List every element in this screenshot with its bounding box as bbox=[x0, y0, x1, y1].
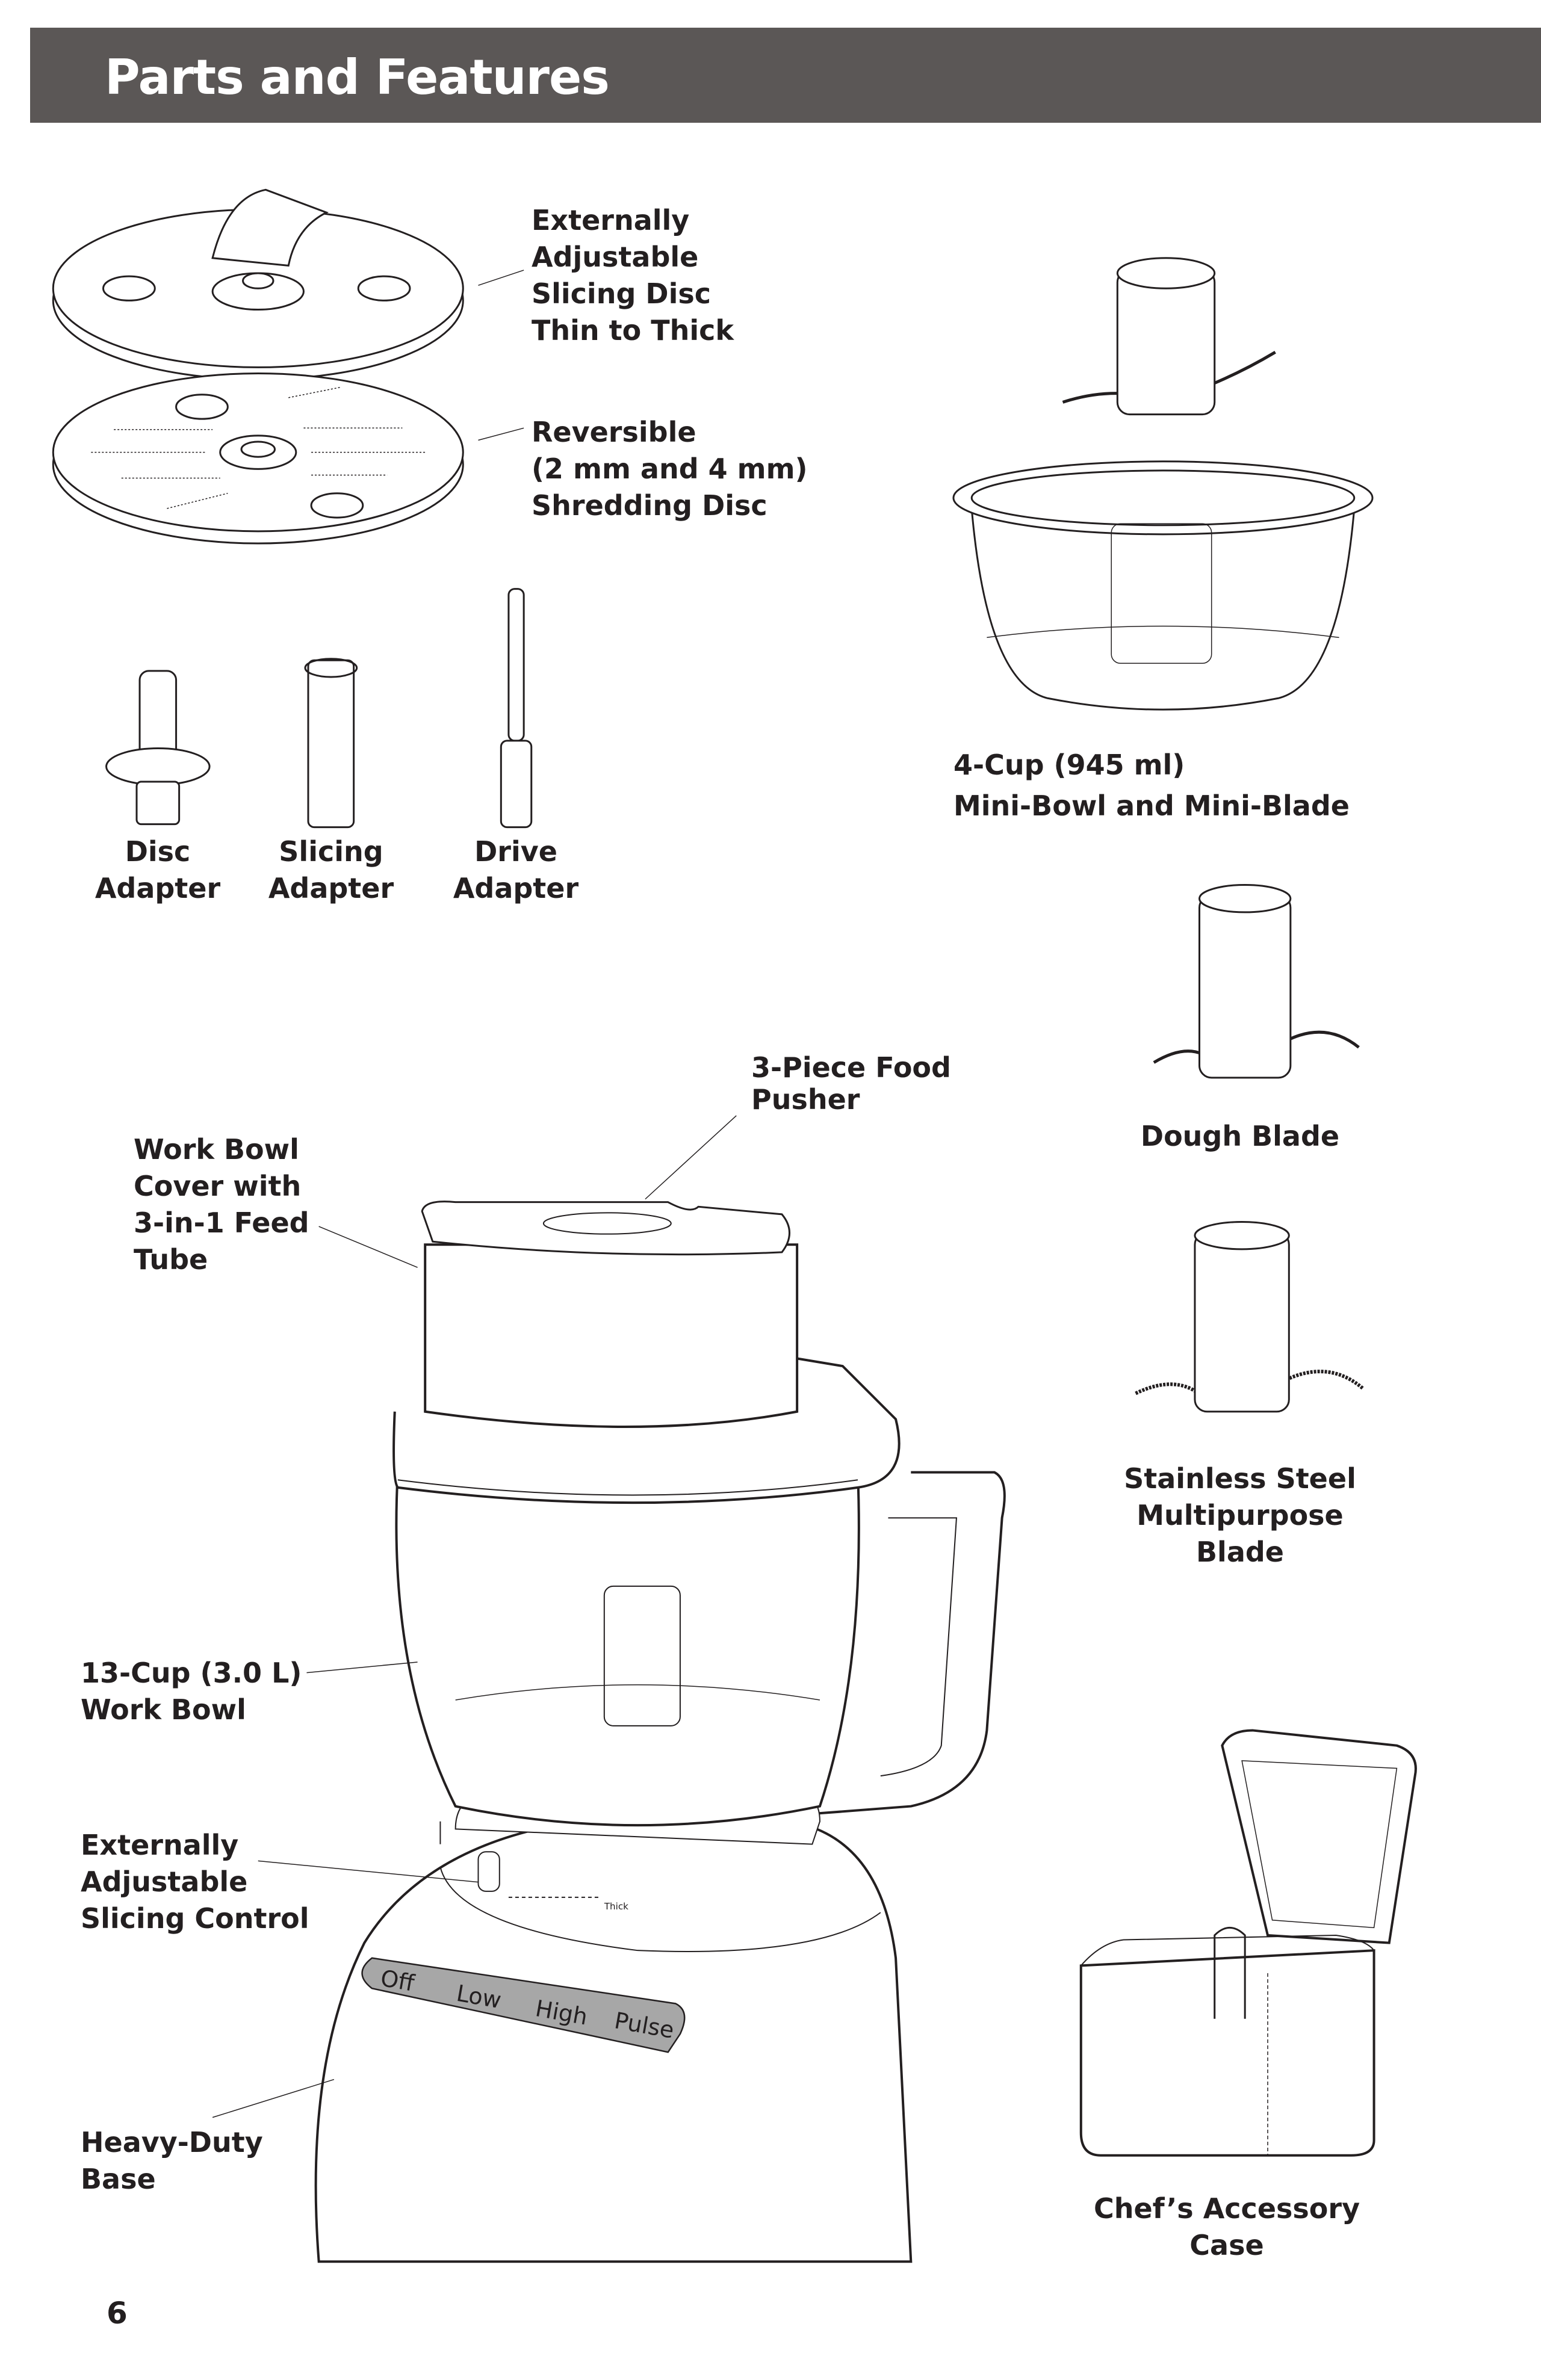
thick-scale-label: Thick bbox=[604, 1901, 628, 1912]
mini-bowl-drawing bbox=[953, 462, 1372, 709]
dough-blade-drawing bbox=[1154, 885, 1359, 1078]
label-line: 13-Cup (3.0 L) bbox=[81, 1657, 302, 1689]
food-processor-drawing bbox=[316, 1202, 1005, 2262]
section-header: Parts and Features bbox=[30, 28, 1541, 123]
label-line: Shredding Disc bbox=[532, 489, 767, 522]
off-button: Off bbox=[379, 1965, 417, 1997]
label-line: Chef’s Accessory bbox=[1093, 2192, 1360, 2225]
label-line: Slicing bbox=[279, 835, 383, 868]
mini-blade-drawing bbox=[1063, 258, 1276, 415]
label-line: Drive bbox=[474, 835, 557, 868]
label-line: 3-Piece Food bbox=[751, 1051, 951, 1084]
label-line: Heavy-Duty bbox=[81, 2126, 263, 2159]
label-line: Pusher bbox=[751, 1083, 860, 1116]
label-line: 4-Cup (945 ml) bbox=[953, 749, 1185, 781]
label-line: Blade bbox=[1195, 1536, 1284, 1568]
slicing-disc-drawing bbox=[53, 190, 463, 379]
label-line: Base bbox=[81, 2163, 156, 2195]
label-shredding-disc: Reversible (2 mm and 4 mm) Shredding Disc bbox=[532, 414, 808, 524]
label-line: 3-in-1 Feed bbox=[134, 1207, 309, 1239]
label-line: Thin to Thick bbox=[532, 314, 734, 347]
label-line: Work Bowl bbox=[81, 1693, 246, 1726]
label-line: Reversible bbox=[532, 416, 696, 448]
disc-adapter-drawing bbox=[107, 671, 210, 824]
label-line: Case bbox=[1189, 2229, 1264, 2261]
label-line: Mini-Bowl and Mini-Blade bbox=[953, 790, 1350, 822]
shredding-disc-drawing bbox=[53, 373, 463, 543]
accessory-case-drawing bbox=[1081, 1730, 1416, 2155]
label-line: Adapter bbox=[453, 872, 579, 904]
label-line: Adjustable bbox=[81, 1865, 248, 1898]
label-line: Work Bowl bbox=[134, 1133, 299, 1166]
label-line: Dough Blade bbox=[1140, 1120, 1340, 1152]
label-work-bowl: 13-Cup (3.0 L) Work Bowl bbox=[81, 1655, 302, 1728]
multipurpose-blade-drawing bbox=[1136, 1222, 1363, 1411]
label-line: Slicing Control bbox=[81, 1902, 309, 1935]
label-line: Slicing Disc bbox=[532, 277, 711, 310]
label-line: Adjustable bbox=[532, 241, 699, 273]
slicing-adapter-drawing bbox=[305, 659, 357, 827]
label-line: Multipurpose bbox=[1136, 1499, 1344, 1532]
label-line: Adapter bbox=[95, 872, 221, 904]
page-title: Parts and Features bbox=[105, 49, 610, 105]
label-dough-blade: Dough Blade bbox=[1141, 1118, 1339, 1155]
label-line: Stainless Steel bbox=[1124, 1462, 1356, 1495]
label-mini-bowl: 4-Cup (945 ml) Mini-Bowl and Mini-Blade bbox=[953, 744, 1350, 826]
page-number: 6 bbox=[107, 2296, 128, 2331]
label-line: Cover with bbox=[134, 1170, 302, 1202]
label-line: Adapter bbox=[268, 872, 394, 904]
label-line: Externally bbox=[81, 1829, 239, 1861]
drive-adapter-drawing bbox=[501, 589, 531, 827]
label-line: Externally bbox=[532, 204, 690, 236]
label-line: Tube bbox=[134, 1243, 208, 1276]
label-line: Disc bbox=[125, 835, 191, 868]
label-line: (2 mm and 4 mm) bbox=[532, 453, 808, 485]
